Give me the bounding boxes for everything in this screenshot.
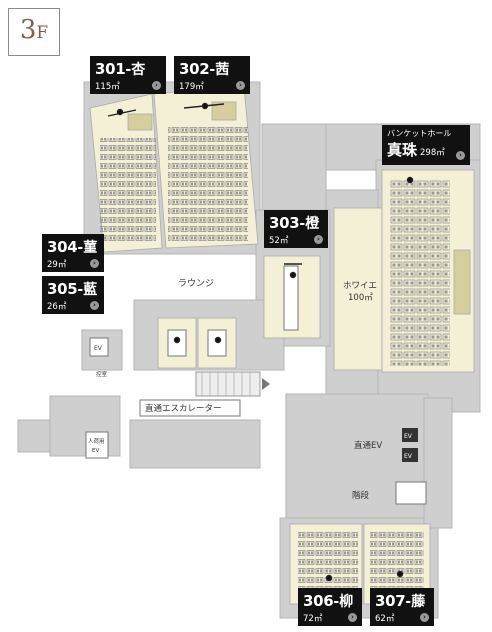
room-number: 303: [269, 214, 300, 232]
direct-ev-label: 直通EV: [354, 440, 382, 451]
lounge-label: ラウンジ: [178, 278, 214, 289]
map-text: ラウンジ ホワイエ 100㎡ 直通エスカレーター 直通EV 階段 EV EV E…: [88, 278, 413, 501]
room-label-303[interactable]: 303-橙 52㎡ ›: [264, 210, 328, 248]
room-number: 304: [47, 238, 78, 256]
stage-302: [211, 101, 237, 121]
chevron-right-icon[interactable]: ›: [90, 259, 99, 268]
chevron-right-icon[interactable]: ›: [152, 81, 161, 90]
stairs-label: 階段: [352, 490, 370, 501]
room-name: -杏: [125, 62, 146, 78]
service-ev-box: [85, 431, 109, 459]
room-name: -藍: [77, 282, 98, 298]
chevron-right-icon[interactable]: ›: [236, 81, 245, 90]
seats-302: [168, 126, 248, 242]
room-area: 52㎡: [269, 236, 289, 246]
room-area: 115㎡: [95, 82, 120, 92]
floor-unit: F: [36, 23, 49, 43]
foyer-label: ホワイエ: [343, 281, 377, 291]
escalator: [139, 371, 270, 417]
room-area: 29㎡: [47, 260, 67, 270]
room-label-301[interactable]: 301-杏 115㎡ ›: [90, 56, 166, 94]
chevron-right-icon[interactable]: ›: [348, 613, 357, 622]
ev-box-1: [402, 428, 418, 442]
seats-307: [370, 532, 424, 588]
seating-layouts: [100, 126, 450, 588]
foyer-area-label: 100㎡: [348, 293, 373, 303]
room-number: 306: [303, 592, 334, 610]
room-name: -茜: [209, 62, 230, 78]
room-area: 72㎡: [303, 614, 323, 624]
room-label-307[interactable]: 307-藤 62㎡ ›: [370, 588, 434, 626]
ev-label-1: EV: [404, 433, 413, 440]
ev-box-small: [89, 337, 109, 357]
stairs-box: [395, 481, 427, 505]
chevron-right-icon[interactable]: ›: [456, 151, 465, 160]
room-area: 26㎡: [47, 302, 67, 312]
chevron-right-icon[interactable]: ›: [420, 613, 429, 622]
room-name: -藤: [405, 594, 426, 610]
seats-hall: [390, 180, 450, 366]
ev-label-2: EV: [404, 453, 413, 460]
ev-box-2: [402, 448, 418, 462]
chevron-right-icon[interactable]: ›: [90, 301, 99, 310]
banquet-hall-category: バンケットホール: [387, 129, 452, 138]
elevators: [85, 337, 427, 505]
room-name: -菫: [77, 240, 98, 256]
banquet-hall-area-text: 298㎡: [420, 148, 445, 158]
room-area: 179㎡: [179, 82, 204, 92]
room-label-306[interactable]: 306-柳 72㎡ ›: [298, 588, 362, 626]
service-ev-label-2: EV: [92, 448, 99, 454]
room-number: 307: [375, 592, 406, 610]
escalator-label: 直通エスカレーター: [145, 403, 222, 414]
room-number: 301: [95, 60, 126, 78]
banquet-hall-name: 真珠: [387, 141, 418, 159]
seats-301: [100, 138, 156, 244]
room-number: 302: [179, 60, 210, 78]
floor-badge: 3 F: [8, 8, 60, 56]
room-label-304[interactable]: 304-菫 29㎡ ›: [42, 234, 104, 272]
small-room-label: 控室: [96, 370, 108, 378]
service-ev-label-1: 人荷用: [88, 437, 105, 445]
table-303: [283, 265, 299, 331]
floor-number: 3: [19, 15, 37, 45]
chevron-right-icon[interactable]: ›: [314, 235, 323, 244]
room-name: -柳: [333, 594, 354, 610]
foyer-area[interactable]: [333, 207, 383, 371]
ev-label-small: EV: [94, 345, 103, 352]
escalator-label-box: [139, 399, 241, 417]
stage-301: [127, 113, 153, 131]
room-label-302[interactable]: 302-茜 179㎡ ›: [174, 56, 250, 94]
podium-markers: [107, 102, 414, 582]
room-name: -橙: [299, 216, 320, 232]
room-number: 305: [47, 280, 78, 298]
room-label-305[interactable]: 305-藍 26㎡ ›: [42, 276, 104, 314]
stage-hall: [453, 249, 471, 315]
room-area: 62㎡: [375, 614, 395, 624]
